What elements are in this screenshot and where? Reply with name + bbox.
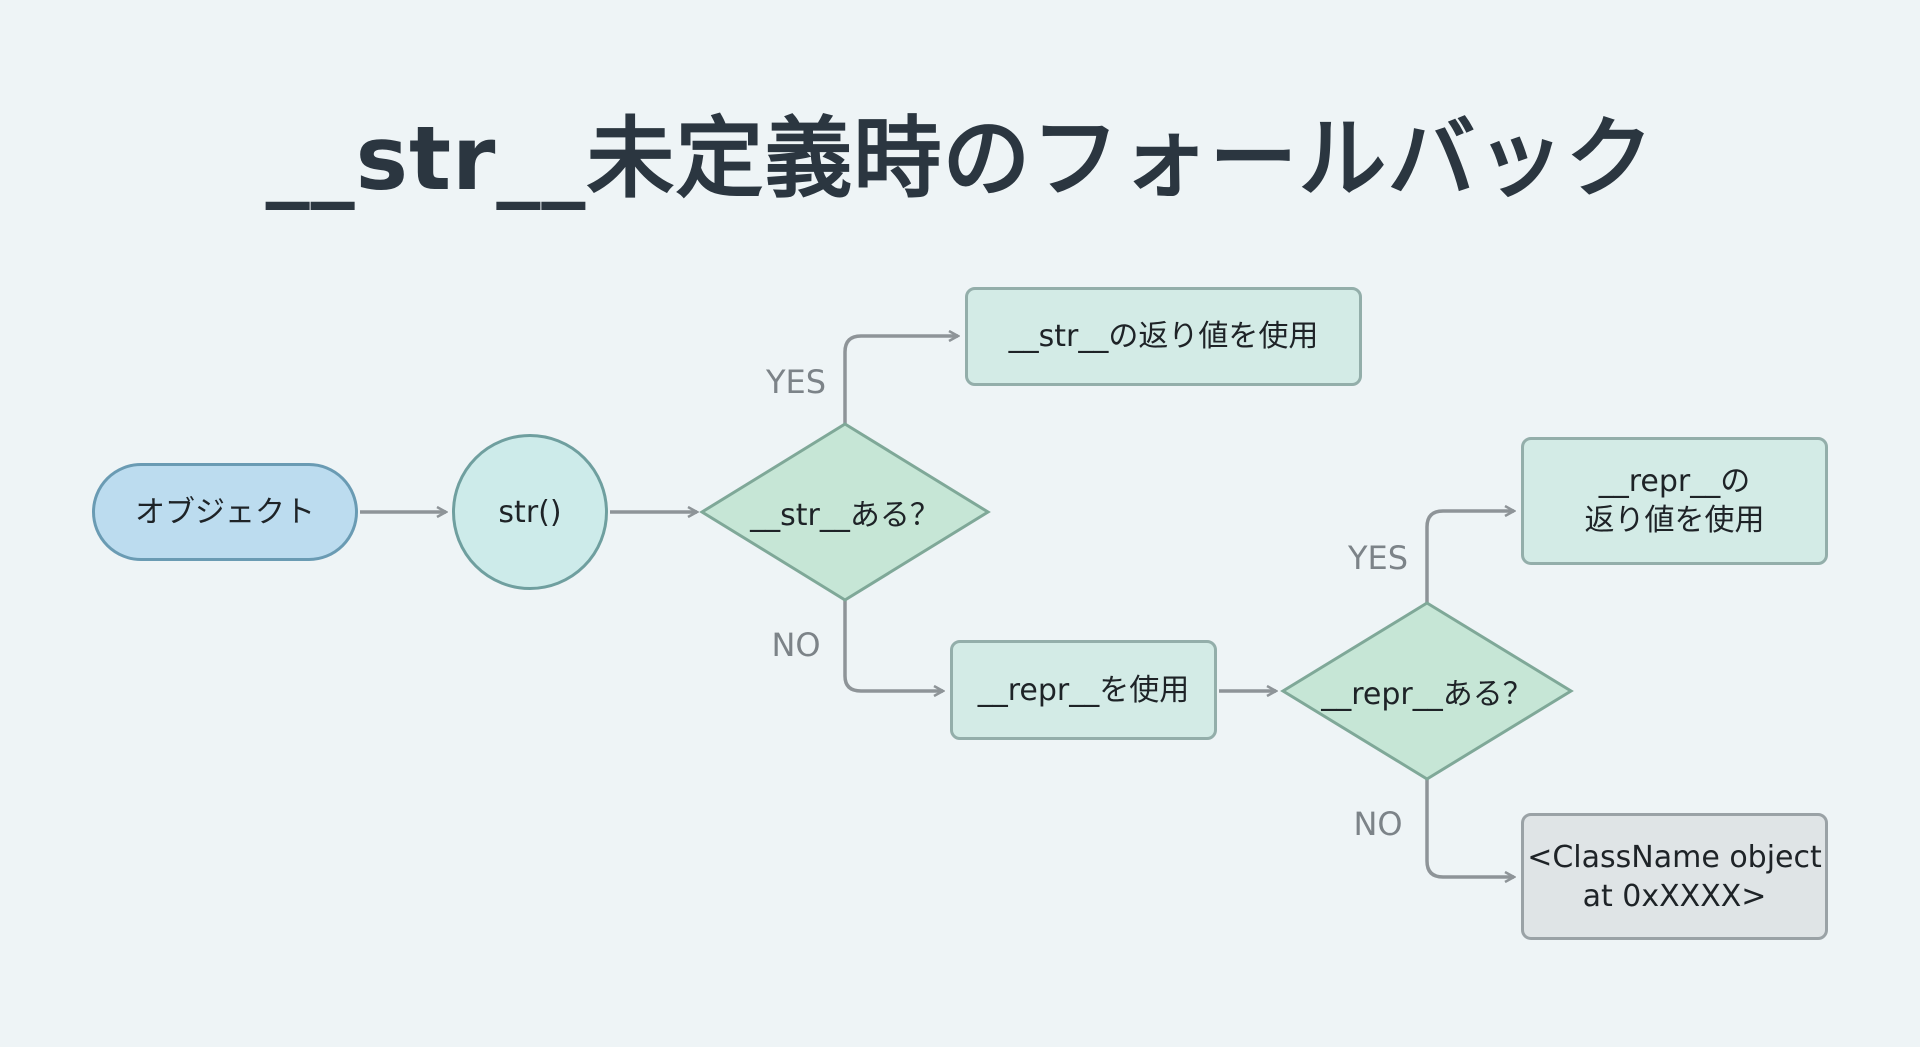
repr-return-node: __repr__の 返り値を使用 [1521,437,1828,565]
default-repr-label-line2: at 0xXXXX> [1582,878,1767,914]
str-return-node: __str__の返り値を使用 [965,287,1362,386]
edge-label-str-no: NO [771,626,821,664]
decision-has-repr-label: __repr__ある？ [1321,677,1533,712]
edge-str-yes [843,336,958,424]
decision-has-str-label: __str__ある？ [750,498,940,533]
default-repr-node: <ClassName object at 0xXXXX> [1521,813,1828,940]
decision-has-repr-shape [1280,601,1574,781]
decision-has-str-shape [699,422,991,602]
use-repr-label: __repr__を使用 [977,672,1190,708]
edge-str-no [843,600,943,691]
edge-repr-yes [1425,511,1514,603]
edge-label-str-yes: YES [765,363,827,401]
use-repr-node: __repr__を使用 [950,640,1217,740]
str-return-label: __str__の返り値を使用 [1008,319,1319,354]
start-object-label: オブジェクト [135,494,315,530]
edge-repr-no [1425,779,1514,877]
str-call-label: str() [498,494,562,530]
page-title: __str__未定義時のフォールバック [265,107,1655,210]
default-repr-label-line1: <ClassName object [1527,839,1822,875]
edge-label-repr-no: NO [1353,805,1403,843]
start-object-node: オブジェクト [92,463,358,561]
repr-return-label-line1: __repr__の [1598,464,1751,499]
repr-return-label-line2: 返り値を使用 [1584,503,1765,538]
str-call-node: str() [452,434,608,590]
edge-label-repr-yes: YES [1347,539,1409,577]
